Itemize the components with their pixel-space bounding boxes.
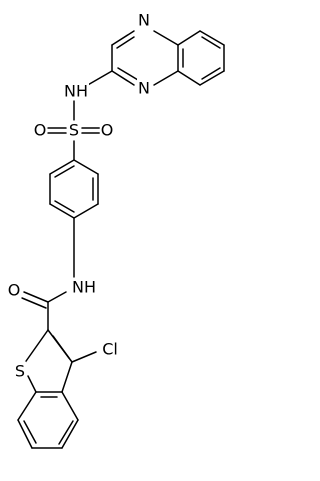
benzene-ring bbox=[49, 159, 99, 219]
atom-s-thiophene: S bbox=[15, 362, 25, 381]
atom-label-backing bbox=[6, 280, 22, 300]
atom-n-quinox-1: N bbox=[138, 11, 150, 30]
atom-s-sulfonyl: S bbox=[69, 121, 79, 140]
atom-label-backing bbox=[99, 120, 115, 140]
atom-o-sulfonyl-right: O bbox=[101, 121, 114, 140]
atom-label-backing bbox=[13, 361, 27, 381]
atom-label-backing bbox=[101, 339, 119, 359]
sulfonyl-bonds bbox=[47, 127, 101, 134]
atom-label-backing bbox=[63, 81, 89, 101]
atom-n-quinox-2: N bbox=[138, 79, 150, 98]
atom-label-backing bbox=[71, 277, 97, 297]
atom-cl: Cl bbox=[102, 340, 118, 359]
atom-label-backing bbox=[137, 78, 151, 98]
atom-nh-amide: NH bbox=[72, 278, 96, 297]
atom-label-backing bbox=[137, 10, 151, 30]
bond-nh-carbonyl bbox=[47, 291, 67, 303]
quinoxaline-ring bbox=[111, 30, 225, 86]
bond-c3-cl bbox=[71, 351, 97, 363]
benzothiophene-ring bbox=[17, 329, 79, 449]
molecule-diagram: N N NH O S O NH O S Cl bbox=[6, 10, 225, 449]
atom-o-sulfonyl-left: O bbox=[34, 121, 47, 140]
atom-nh-sulfonamide: NH bbox=[64, 82, 88, 101]
atom-o-carbonyl: O bbox=[8, 281, 21, 300]
bond-quinox-nh bbox=[85, 70, 113, 87]
atom-labels: N N NH O S O NH O S Cl bbox=[6, 10, 151, 381]
atom-label-backing bbox=[32, 120, 48, 140]
atom-label-backing bbox=[67, 120, 81, 140]
carbonyl-bond bbox=[21, 291, 49, 309]
